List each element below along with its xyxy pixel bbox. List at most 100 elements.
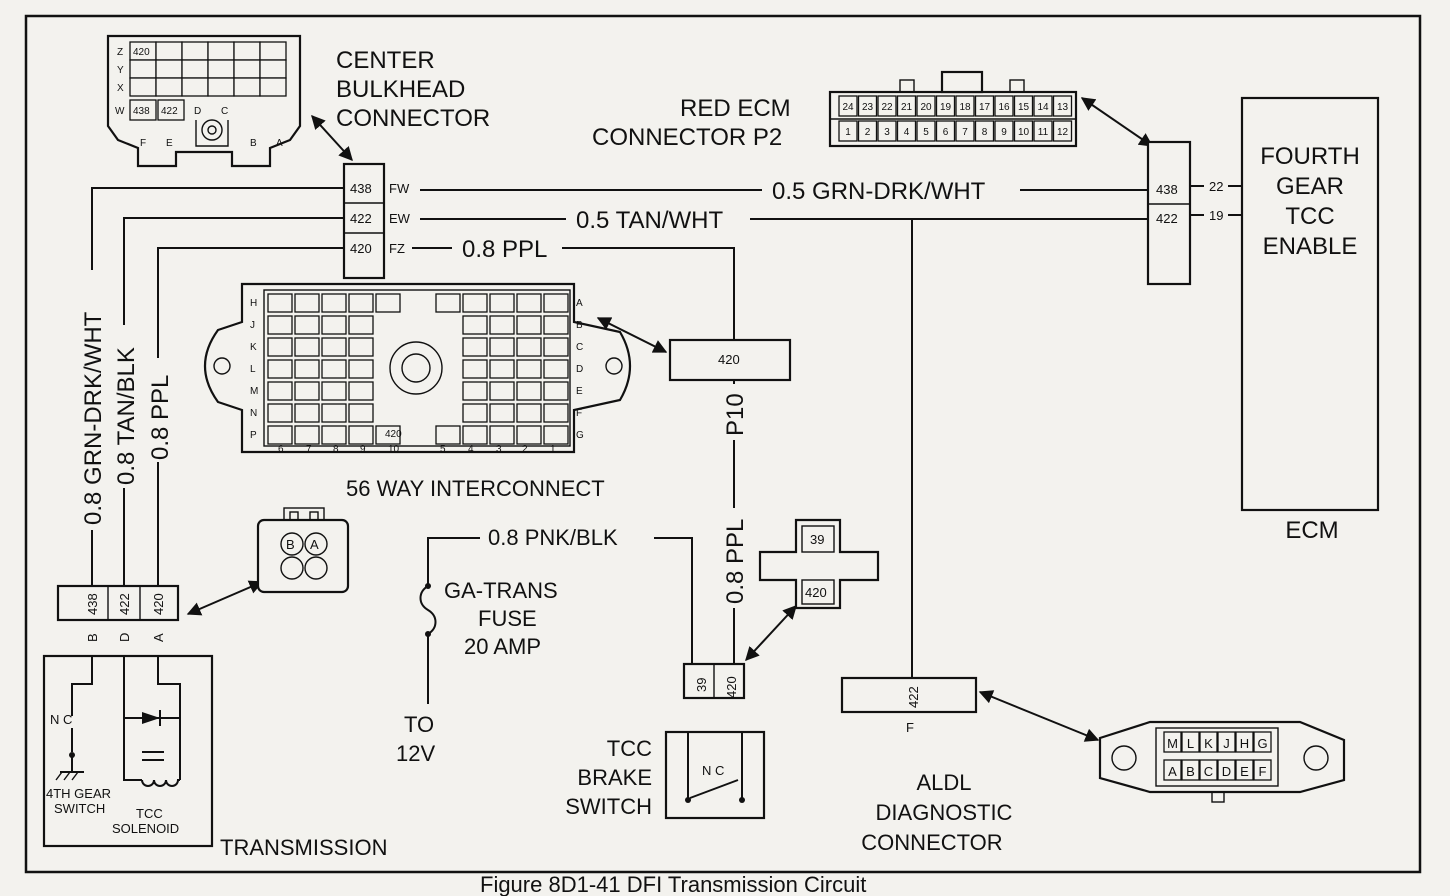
- interconnect-right-letter: C: [576, 342, 583, 353]
- aldl-cell-letter: K: [1204, 736, 1213, 751]
- ecm-pin-438: 438: [1156, 182, 1178, 197]
- interconnect-cell: [435, 425, 461, 445]
- ecm-connector-pin-label: 18: [959, 102, 971, 113]
- ecm-connector-pin-label: 8: [982, 127, 988, 138]
- interconnect-right-letter: D: [576, 364, 583, 375]
- ecm-terminal-22: 22: [1209, 179, 1223, 194]
- interconnect-cell: [294, 381, 320, 401]
- ecm-connector-cell: [994, 95, 1014, 117]
- ecm-connector-cell: [838, 120, 858, 142]
- ecm-connector-cell: [994, 120, 1014, 142]
- fuse-to-line-1: TO: [404, 712, 434, 737]
- ecm-connector-pin-label: 13: [1057, 102, 1069, 113]
- interconnect-cell: [375, 425, 401, 445]
- aldl-cell: [1235, 759, 1254, 781]
- bulkhead-pin-ew: EW: [389, 211, 411, 226]
- wire-label-pnk-blk: 0.8 PNK/BLK: [488, 525, 618, 550]
- interconnect-cell: [543, 425, 569, 445]
- interconnect-cell: [267, 315, 293, 335]
- transmission-letter-a: A: [151, 633, 166, 642]
- interconnect-bottom-number: 4: [468, 444, 474, 455]
- interconnect-cell: [294, 293, 320, 313]
- ecm-connector-pin-label: 15: [1018, 102, 1030, 113]
- aldl-cell: [1217, 759, 1236, 781]
- bulkhead-title-line-1: CENTER: [336, 47, 435, 74]
- interconnect-title: 56 WAY INTERCONNECT: [346, 476, 605, 501]
- interconnect-cell: [294, 315, 320, 335]
- interconnect-cell: [516, 403, 542, 423]
- aldl-cell-letter: L: [1187, 736, 1194, 751]
- ecm-connector-cell: [974, 120, 995, 142]
- aldl-callout-arrow: [978, 690, 1100, 742]
- transmission-title: TRANSMISSION: [220, 835, 387, 860]
- interconnect-left-letter: P: [250, 430, 257, 441]
- ecm-title-line-1: FOURTH: [1260, 143, 1360, 170]
- interconnect-cell: [489, 425, 515, 445]
- interconnect-cell: [462, 425, 488, 445]
- interconnect-cell: [348, 425, 374, 445]
- bulkhead-letter-c: C: [221, 106, 228, 117]
- bulkhead-letter-d: D: [194, 106, 201, 117]
- ecm-connector-cell: [955, 95, 975, 117]
- interconnect-right-letter: G: [576, 430, 584, 441]
- aldl-cell-letter: A: [1168, 764, 1177, 779]
- ecm-connector-cell: [877, 120, 897, 142]
- aldl-cell-letter: B: [1186, 764, 1195, 779]
- ecm-connector-cell: [916, 95, 936, 117]
- ecm-connector-cell: [877, 95, 897, 117]
- brake-title-line-3: SWITCH: [565, 794, 652, 819]
- wire-label-tan-wht: 0.5 TAN/WHT: [576, 207, 723, 234]
- ecm-connector-cell: [857, 95, 878, 117]
- interconnect-callout-arrow: [596, 317, 668, 353]
- ecm-label: ECM: [1285, 517, 1338, 544]
- interconnect-right-letter: A: [576, 298, 583, 309]
- transmission-pin-420: 420: [151, 593, 166, 615]
- ecm-pin-block: [1146, 140, 1192, 286]
- aldl-cell: [1181, 759, 1200, 781]
- bulkhead-pin-438: 438: [350, 181, 372, 196]
- interconnect-bottom-number: 1: [550, 444, 556, 455]
- interconnect-cell: [543, 315, 569, 335]
- interconnect-cell: [543, 381, 569, 401]
- ecm-connector-cell: [896, 120, 917, 142]
- bulkhead-cell-422: 422: [161, 106, 178, 117]
- interconnect-cell: [321, 293, 347, 313]
- ecm-connector-cell: [1052, 95, 1073, 117]
- aldl-cell-letter: M: [1167, 736, 1178, 751]
- brake-nc-label: N C: [702, 763, 724, 778]
- bulkhead-cell-420: 420: [133, 47, 150, 58]
- interconnect-cell: [543, 403, 569, 423]
- ecm-connector-pin-label: 5: [923, 127, 929, 138]
- interconnect-cell: [462, 359, 488, 379]
- interconnect-cell: [516, 315, 542, 335]
- interconnect-cell: [516, 337, 542, 357]
- wire-label-grn-drk-wht-vertical: 0.8 GRN-DRK/WHT: [80, 311, 107, 525]
- ecm-title-line-4: ENABLE: [1263, 233, 1358, 260]
- aldl-cell: [1163, 759, 1182, 781]
- ecm-connector-cell: [935, 120, 956, 142]
- bulkhead-letter-b: B: [250, 138, 257, 149]
- interconnect-cell: [516, 293, 542, 313]
- fuse-label-line-2: FUSE: [478, 606, 537, 631]
- interconnect-bottom-number: 2: [522, 444, 528, 455]
- ecm-connector-pin-label: 11: [1038, 127, 1049, 138]
- interconnect-bottom-number: 9: [360, 444, 366, 455]
- interconnect-cell: [321, 403, 347, 423]
- bulkhead-letter-f: F: [140, 138, 146, 149]
- brake-switch-box: [664, 730, 766, 820]
- aldl-cell: [1181, 731, 1200, 753]
- red-ecm-title-line-1: RED ECM: [680, 95, 791, 122]
- transmission-plug-drawing: [256, 507, 350, 594]
- ecm-connector-cell: [955, 120, 975, 142]
- ecm-title-line-3: TCC: [1285, 203, 1334, 230]
- interconnect-cell: [489, 315, 515, 335]
- transmission-letter-d: D: [117, 633, 132, 642]
- interconnect-cell: [462, 293, 488, 313]
- aldl-cell-letter: C: [1204, 764, 1213, 779]
- ecm-connector-pin-label: 7: [962, 127, 968, 138]
- aldl-title-line-1: ALDL: [916, 770, 971, 795]
- transmission-letter-b: B: [85, 633, 100, 642]
- ecm-connector-cell: [1033, 95, 1053, 117]
- fuse-label-line-3: 20 AMP: [464, 634, 541, 659]
